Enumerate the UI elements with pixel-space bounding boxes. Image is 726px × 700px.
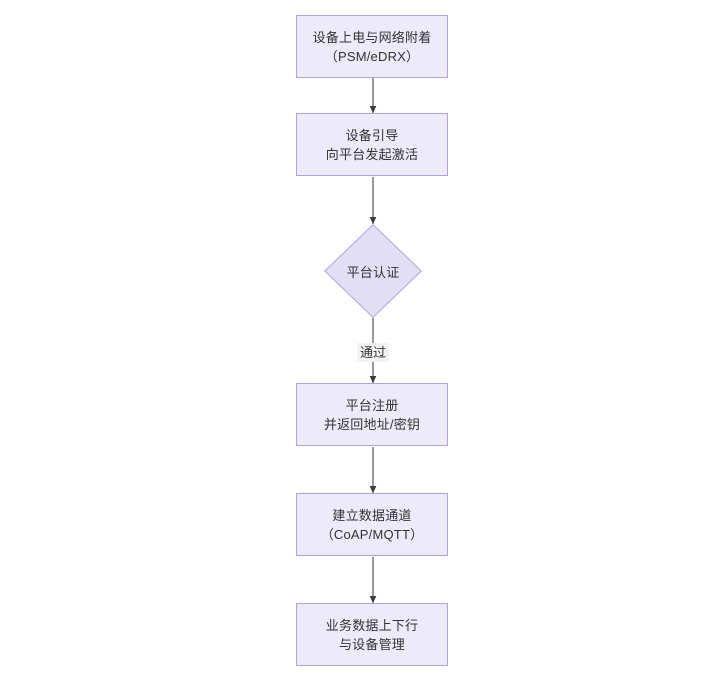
node-label-line: 建立数据通道 bbox=[332, 507, 412, 523]
node-label-line: 平台认证 bbox=[346, 264, 400, 280]
node-label-line: 与设备管理 bbox=[338, 636, 405, 652]
node-establish-data-channel[interactable]: 建立数据通道 （CoAP/MQTT） bbox=[296, 493, 448, 556]
edge-label-pass: 通过 bbox=[356, 343, 390, 362]
node-label-line: （CoAP/MQTT） bbox=[320, 526, 424, 542]
node-label-line: 平台注册 bbox=[345, 397, 399, 413]
node-business-data-and-device-management[interactable]: 业务数据上下行 与设备管理 bbox=[296, 603, 448, 666]
node-device-power-on[interactable]: 设备上电与网络附着 （PSM/eDRX） bbox=[296, 15, 448, 78]
decision-diamond-icon bbox=[324, 224, 422, 318]
node-label-line: 并返回地址/密钥 bbox=[323, 416, 421, 432]
node-label-line: 设备上电与网络附着 bbox=[312, 29, 432, 45]
node-platform-registration[interactable]: 平台注册 并返回地址/密钥 bbox=[296, 383, 448, 446]
node-label-line: 业务数据上下行 bbox=[325, 617, 419, 633]
node-label-line: 设备引导 bbox=[345, 127, 399, 143]
node-device-bootstrap[interactable]: 设备引导 向平台发起激活 bbox=[296, 113, 448, 176]
node-label-line: （PSM/eDRX） bbox=[324, 48, 420, 64]
node-platform-authentication[interactable]: 平台认证 bbox=[324, 224, 422, 318]
node-label-line: 向平台发起激活 bbox=[325, 146, 419, 162]
